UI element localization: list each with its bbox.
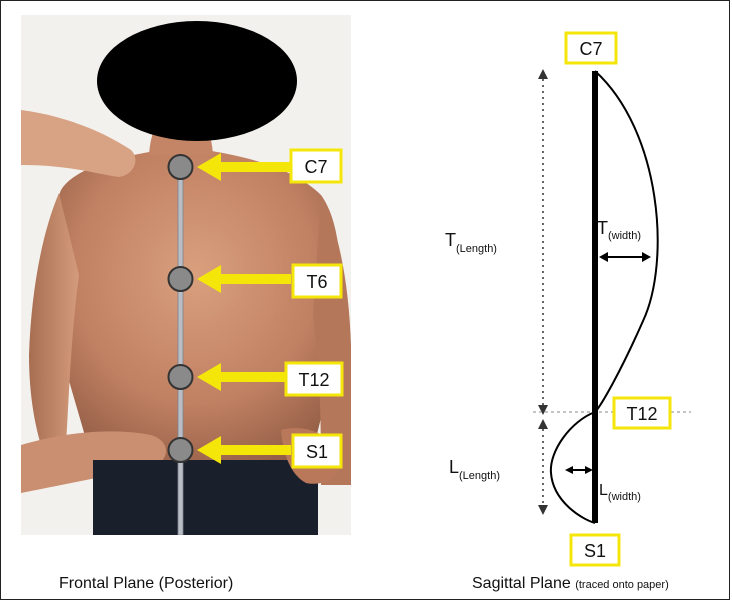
l-length-arrow-bottom bbox=[538, 505, 548, 515]
sagittal-c7-text: C7 bbox=[579, 39, 602, 59]
l-width-label: L(width) bbox=[599, 482, 641, 503]
torso bbox=[51, 150, 340, 460]
t-width-label: T(width) bbox=[597, 218, 641, 242]
spine-curve bbox=[551, 71, 658, 523]
spine-rod bbox=[178, 165, 183, 535]
sagittal-plane-caption: Sagittal Plane (traced onto paper) bbox=[472, 575, 669, 593]
t-width-arrow-right bbox=[642, 252, 651, 262]
l-width-arrow-left bbox=[565, 466, 573, 474]
l-length-arrow-top bbox=[538, 419, 548, 429]
marker-c7 bbox=[169, 155, 193, 179]
t-length-label: T(Length) bbox=[445, 230, 497, 255]
label-t12-text: T12 bbox=[298, 370, 329, 390]
pants bbox=[93, 460, 318, 535]
head-mask bbox=[97, 21, 297, 141]
sagittal-t12-text: T12 bbox=[626, 404, 657, 424]
sagittal-caption-main: Sagittal Plane bbox=[472, 575, 571, 592]
sagittal-label-s1: S1 bbox=[571, 535, 619, 565]
frontal-plane-caption: Frontal Plane (Posterior) bbox=[59, 575, 233, 593]
l-width-arrow-right bbox=[585, 466, 593, 474]
marker-t6 bbox=[169, 267, 193, 291]
sagittal-caption-note: (traced onto paper) bbox=[575, 579, 669, 591]
t-length-arrow-top bbox=[538, 69, 548, 79]
label-t6: T6 bbox=[293, 265, 341, 297]
l-length-label: L(Length) bbox=[449, 457, 500, 482]
label-c7: C7 bbox=[291, 150, 341, 182]
label-s1-text: S1 bbox=[306, 442, 328, 462]
label-c7-text: C7 bbox=[304, 157, 327, 177]
frontal-plane-photo: C7 T6 T12 S1 bbox=[21, 15, 351, 535]
t-width-arrow-left bbox=[599, 252, 608, 262]
sagittal-label-c7: C7 bbox=[566, 33, 616, 63]
sagittal-label-t12: T12 bbox=[614, 398, 670, 428]
label-s1: S1 bbox=[293, 435, 341, 467]
t-length-arrow-bottom bbox=[538, 405, 548, 415]
sagittal-s1-text: S1 bbox=[584, 541, 606, 561]
label-t12: T12 bbox=[286, 363, 342, 395]
label-t6-text: T6 bbox=[306, 272, 327, 292]
marker-s1 bbox=[169, 438, 193, 462]
marker-t12 bbox=[169, 365, 193, 389]
sagittal-plane-diagram: C7 T12 S1 T(Length) T(width) L(Length) L… bbox=[411, 21, 721, 581]
